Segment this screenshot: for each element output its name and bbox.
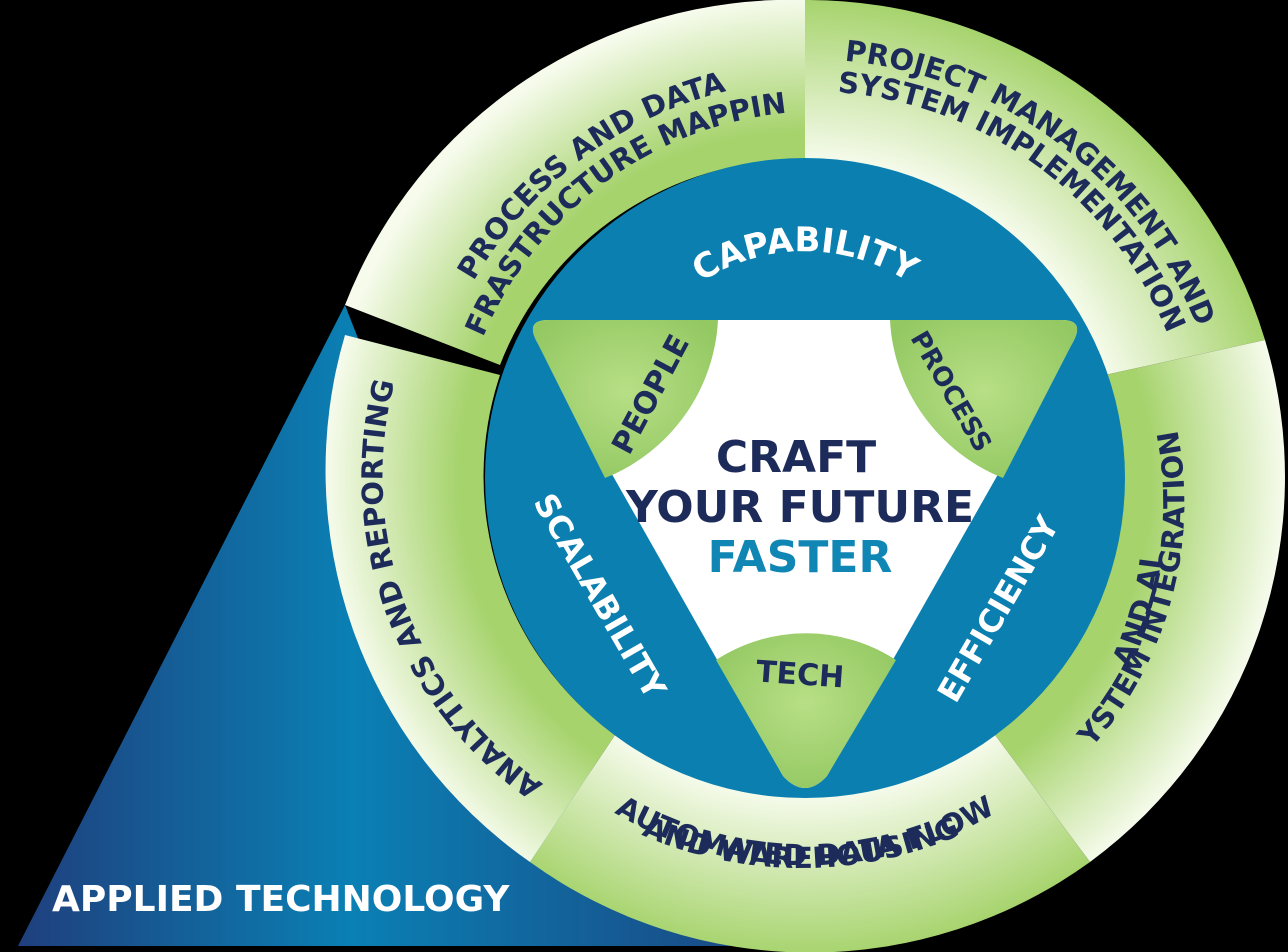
applied-technology-label: APPLIED TECHNOLOGY xyxy=(52,879,510,920)
tech-bubble xyxy=(716,633,896,788)
center-line-1: CRAFT xyxy=(716,432,876,483)
center-triangle xyxy=(532,320,1078,788)
segment-automated-data[interactable] xyxy=(530,735,1090,952)
segment-process-data[interactable] xyxy=(345,0,805,365)
corner-bubbles xyxy=(532,320,1078,788)
segment-analytics[interactable] xyxy=(325,335,615,862)
people-bubble xyxy=(532,320,718,478)
segment-project-mgmt[interactable] xyxy=(805,0,1265,375)
center-headline: CRAFT YOUR FUTURE FASTER xyxy=(625,432,974,583)
outer-ring xyxy=(325,0,1285,952)
center-line-3: FASTER xyxy=(708,532,893,583)
center-line-2: YOUR FUTURE xyxy=(625,482,974,533)
segment-system-integrations[interactable] xyxy=(995,340,1285,862)
tech-label: TECH xyxy=(755,654,845,695)
process-bubble xyxy=(890,320,1078,478)
